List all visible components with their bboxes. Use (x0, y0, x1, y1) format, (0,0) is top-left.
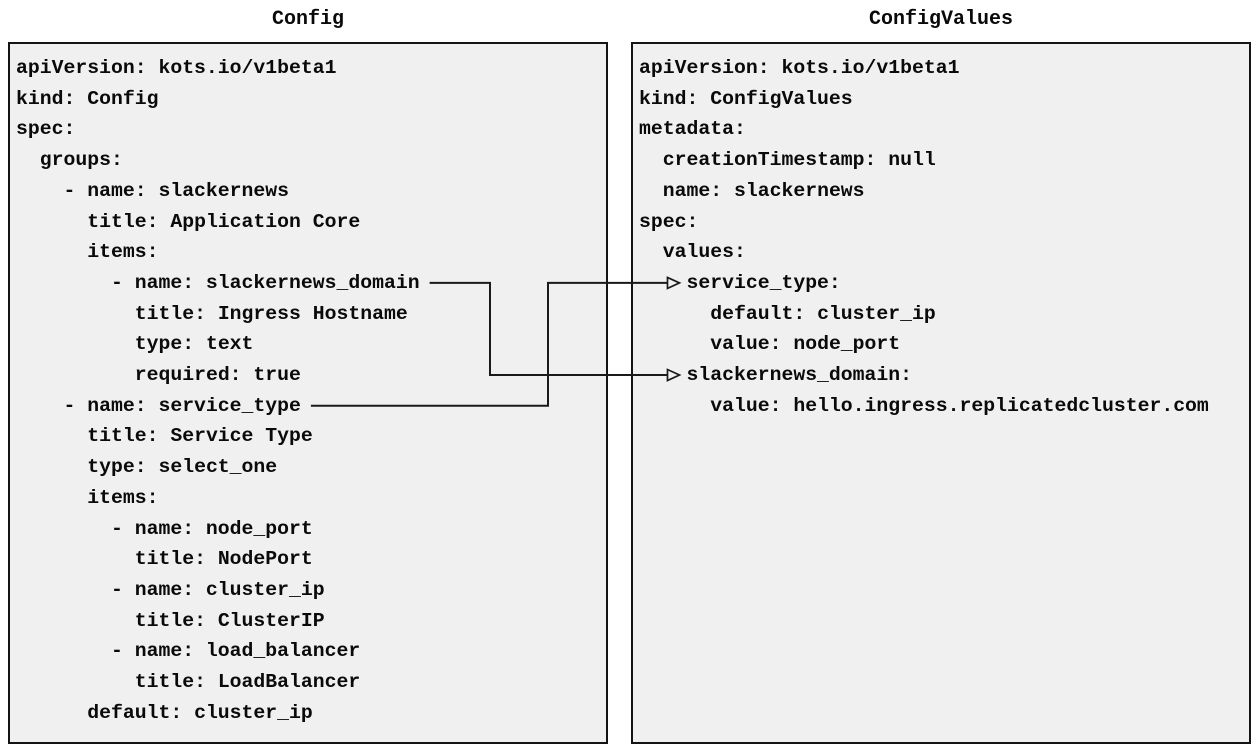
code-line-text: spec: (16, 118, 76, 141)
code-line-text: metadata: (639, 118, 746, 141)
code-line: apiVersion: kots.io/v1beta1 (639, 53, 1245, 84)
code-line: name: slackernews (639, 176, 1245, 207)
code-line-text: - name: service_type (63, 394, 301, 417)
code-line-text: items: (87, 486, 159, 509)
code-line-text: title: NodePort (134, 548, 313, 571)
code-line-text: - name: load_balancer (110, 640, 361, 663)
code-line: creationTimestamp: null (639, 145, 1245, 176)
config-item-slackernews-domain-line: - name: slackernews_domain (16, 268, 602, 299)
code-line-text: - name: slackernews (63, 179, 290, 202)
code-line-text: default: cluster_ip (710, 302, 936, 325)
code-line: values: (639, 237, 1245, 268)
code-line: title: ClusterIP (16, 606, 602, 637)
code-line: spec: (16, 114, 602, 145)
code-line: title: NodePort (16, 544, 602, 575)
code-line-text: creationTimestamp: null (662, 149, 936, 172)
code-line: title: LoadBalancer (16, 667, 602, 698)
code-line-text: values: (662, 241, 746, 264)
code-line-text: - name: node_port (110, 517, 313, 540)
configvalues-panel-title: ConfigValues (868, 8, 1014, 31)
code-line: - name: node_port (16, 514, 602, 545)
code-line-text: service_type: (686, 271, 841, 294)
code-line-text: slackernews_domain: (686, 364, 913, 387)
config-panel-title: Config (271, 8, 344, 31)
code-line: value: hello.ingress.replicatedcluster.c… (639, 391, 1245, 422)
code-line: groups: (16, 145, 602, 176)
code-line: required: true (16, 360, 602, 391)
code-line: items: (16, 237, 602, 268)
code-line-text: spec: (639, 210, 699, 233)
code-line-text: type: text (134, 333, 254, 356)
code-line-text: - name: slackernews_domain (110, 271, 420, 294)
code-line-text: kind: Config (16, 87, 159, 110)
code-line-text: title: Service Type (87, 425, 313, 448)
values-service-type-line: service_type: (639, 268, 1245, 299)
code-line: type: select_one (16, 452, 602, 483)
code-line: - name: cluster_ip (16, 575, 602, 606)
code-line-text: required: true (134, 364, 301, 387)
code-line: spec: (639, 207, 1245, 238)
configvalues-panel: apiVersion: kots.io/v1beta1 kind: ConfigV… (631, 42, 1251, 744)
code-line-text: name: slackernews (662, 179, 865, 202)
code-line: default: cluster_ip (16, 698, 602, 729)
values-slackernews-domain-line: slackernews_domain: (639, 360, 1245, 391)
code-line: items: (16, 483, 602, 514)
code-line: default: cluster_ip (639, 299, 1245, 330)
code-line-text: apiVersion: kots.io/v1beta1 (639, 57, 960, 79)
code-line: - name: slackernews (16, 176, 602, 207)
code-line-text: value: node_port (710, 333, 901, 356)
code-line-text: items: (87, 241, 159, 264)
code-line-text: title: Ingress Hostname (134, 302, 408, 325)
code-line: kind: Config (16, 84, 602, 115)
code-line: type: text (16, 329, 602, 360)
code-line-text: groups: (39, 149, 123, 172)
code-line: value: node_port (639, 329, 1245, 360)
code-line-text: - name: cluster_ip (110, 578, 325, 601)
code-line-text: default: cluster_ip (87, 701, 313, 724)
code-line-text: title: Application Core (87, 210, 361, 233)
code-line: metadata: (639, 114, 1245, 145)
code-line: apiVersion: kots.io/v1beta1 (16, 53, 602, 84)
code-line-text: kind: ConfigValues (639, 87, 853, 110)
code-line: title: Ingress Hostname (16, 299, 602, 330)
code-line-text: apiVersion: kots.io/v1beta1 (16, 57, 337, 79)
code-line-text: type: select_one (87, 456, 278, 479)
code-line: kind: ConfigValues (639, 84, 1245, 115)
code-line-text: value: hello.ingress.replicatedcluster.c… (710, 394, 1209, 417)
code-line-text: title: ClusterIP (134, 609, 325, 632)
config-panel: apiVersion: kots.io/v1beta1 kind: Config s… (8, 42, 608, 744)
config-item-service-type-line: - name: service_type (16, 391, 602, 422)
code-line-text: title: LoadBalancer (134, 671, 361, 694)
code-line: - name: load_balancer (16, 636, 602, 667)
code-line: title: Service Type (16, 421, 602, 452)
code-line: title: Application Core (16, 207, 602, 238)
